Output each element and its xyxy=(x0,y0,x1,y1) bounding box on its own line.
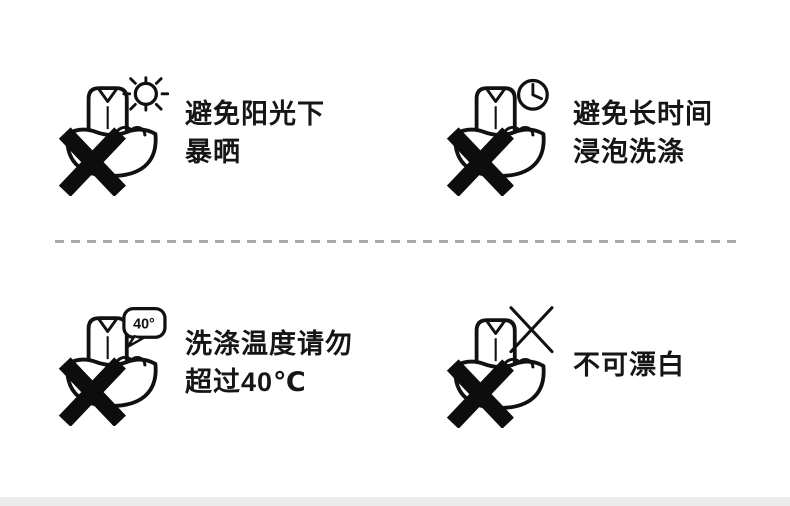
max-wash-temp-40-icon: 40° xyxy=(54,306,167,426)
crossed-lines-icon xyxy=(509,306,554,354)
bottom-bar xyxy=(0,497,790,506)
label-line: 避免阳光下 xyxy=(185,99,325,129)
temp-40-badge: 40° xyxy=(122,306,167,349)
label-line: 超过40℃ xyxy=(185,367,307,397)
label-line: 浸泡洗涤 xyxy=(573,137,685,167)
sun-icon xyxy=(122,76,169,112)
temp-40-badge-text: 40° xyxy=(133,317,155,333)
care-item-label: 洗涤温度请勿 超过40℃ xyxy=(185,325,353,401)
care-item-max-temp: 40° 洗涤温度请勿 超过40℃ xyxy=(54,300,353,426)
no-sun-exposure-icon xyxy=(54,76,169,196)
clock-icon xyxy=(516,78,549,111)
label-line: 暴晒 xyxy=(185,137,241,167)
no-long-soaking-icon xyxy=(442,78,557,196)
no-bleach-icon xyxy=(442,306,554,428)
care-item-no-bleach: 不可漂白 xyxy=(442,302,685,428)
label-line: 洗涤温度请勿 xyxy=(185,329,353,359)
dashed-divider xyxy=(55,240,736,243)
care-item-no-sun: 避免阳光下 暴晒 xyxy=(54,70,325,196)
care-item-label: 避免长时间 浸泡洗涤 xyxy=(573,95,713,171)
care-item-label: 不可漂白 xyxy=(573,346,685,384)
care-item-no-soaking: 避免长时间 浸泡洗涤 xyxy=(442,70,713,196)
label-line: 避免长时间 xyxy=(573,99,713,129)
care-item-label: 避免阳光下 暴晒 xyxy=(185,95,325,171)
label-line: 不可漂白 xyxy=(573,350,685,380)
